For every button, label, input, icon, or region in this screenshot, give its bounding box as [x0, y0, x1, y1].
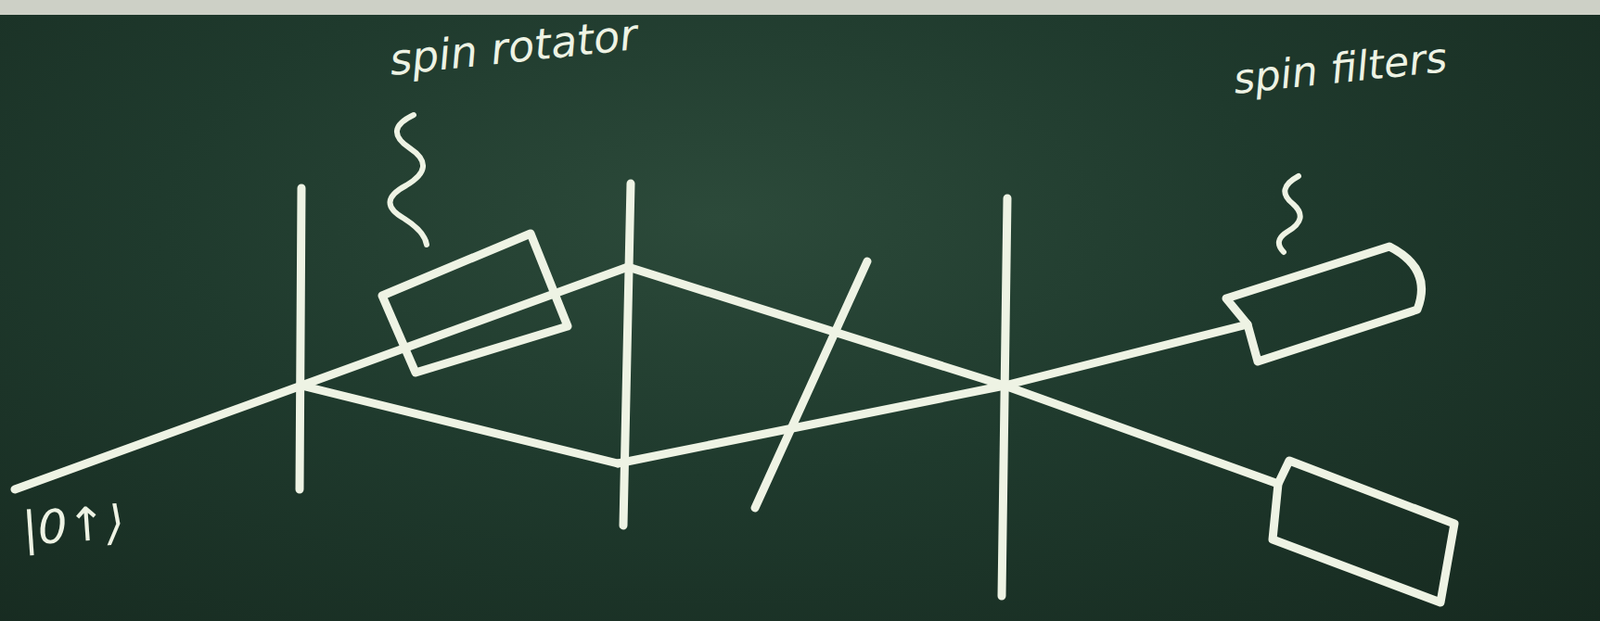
spin-filter-box	[1226, 246, 1422, 362]
board-edge	[0, 0, 1600, 15]
beam	[1004, 324, 1248, 386]
part-label: spin filters	[1230, 35, 1449, 103]
state-label: |0↑⟩	[20, 497, 127, 556]
part-label: spin rotator	[386, 11, 640, 84]
spin-filter-box	[1272, 460, 1455, 603]
leader-squiggle	[1279, 176, 1301, 253]
beam	[617, 385, 1005, 464]
leader-squiggle	[389, 115, 427, 245]
spin-rotator-box	[382, 233, 568, 373]
phase-plate	[755, 261, 868, 509]
beam-splitter	[1001, 198, 1008, 597]
beam	[301, 267, 628, 386]
beam	[1004, 385, 1279, 485]
beam	[14, 385, 302, 490]
mirror	[623, 183, 631, 526]
beam-splitter	[299, 188, 302, 490]
beam	[301, 385, 618, 464]
